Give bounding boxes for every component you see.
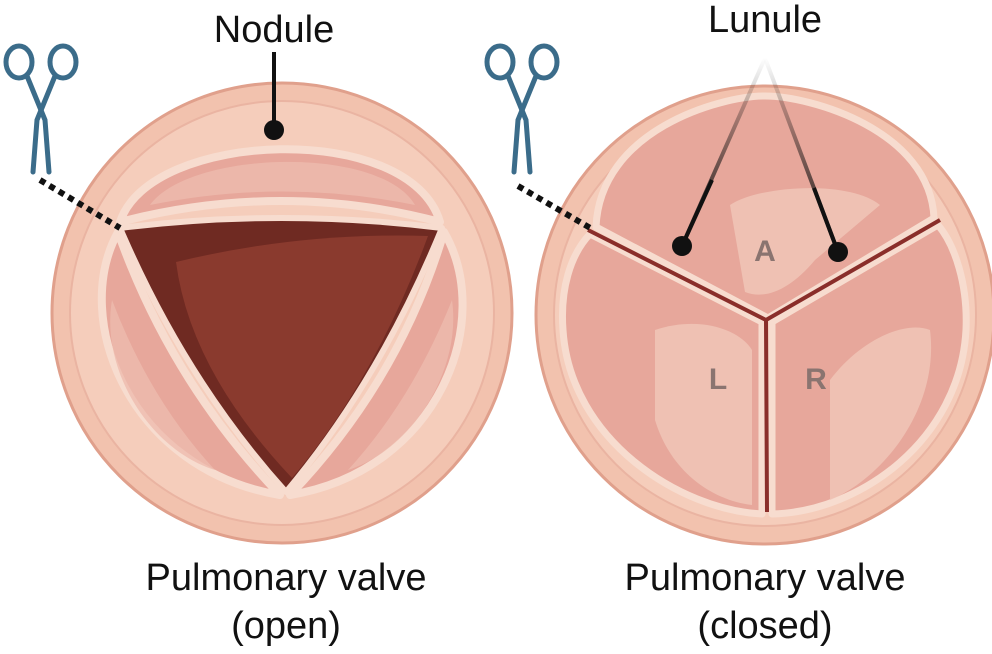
nodule-pointer-dot (264, 120, 284, 140)
lunule-pointer-solid-right (812, 187, 840, 253)
leaflet-label-right: R (805, 363, 827, 396)
scissors-icon (484, 43, 560, 175)
open-valve-orifice-inner (176, 235, 428, 478)
open-valve-subtitle: (open) (231, 605, 341, 647)
leaflet-label-left: L (709, 363, 727, 396)
closed-coaptation-lines (587, 218, 941, 513)
open-leaflet-left-sheen (110, 300, 215, 470)
lunule-pointer-dot-left (672, 236, 692, 256)
lunule-pointer-solid-left (680, 179, 714, 247)
lunule-label: Lunule (708, 0, 822, 41)
closed-leaflet-right-sheen (830, 327, 932, 500)
open-leaflet-right-sheen (348, 300, 454, 470)
closed-valve-title: Pulmonary valve (625, 557, 906, 599)
lunule-pointer-dot-right (828, 242, 848, 262)
closed-valve-subtitle: (closed) (697, 605, 832, 647)
closed-valve: A L R Lunule Pulmonary valve (closed) (484, 0, 992, 647)
closed-leaflet-left-sheen (655, 323, 752, 505)
open-valve-title: Pulmonary valve (146, 557, 427, 599)
open-cut-line (38, 177, 122, 231)
scissors-icon (3, 43, 79, 175)
closed-cut-line (516, 183, 594, 232)
nodule-label: Nodule (214, 9, 334, 51)
closed-leaflet-anterior-sheen (730, 188, 880, 295)
leaflet-label-anterior: A (754, 235, 776, 268)
open-leaflet-top-sheen (150, 161, 415, 205)
open-valve: Nodule Pulmonary valve (open) (3, 9, 514, 647)
